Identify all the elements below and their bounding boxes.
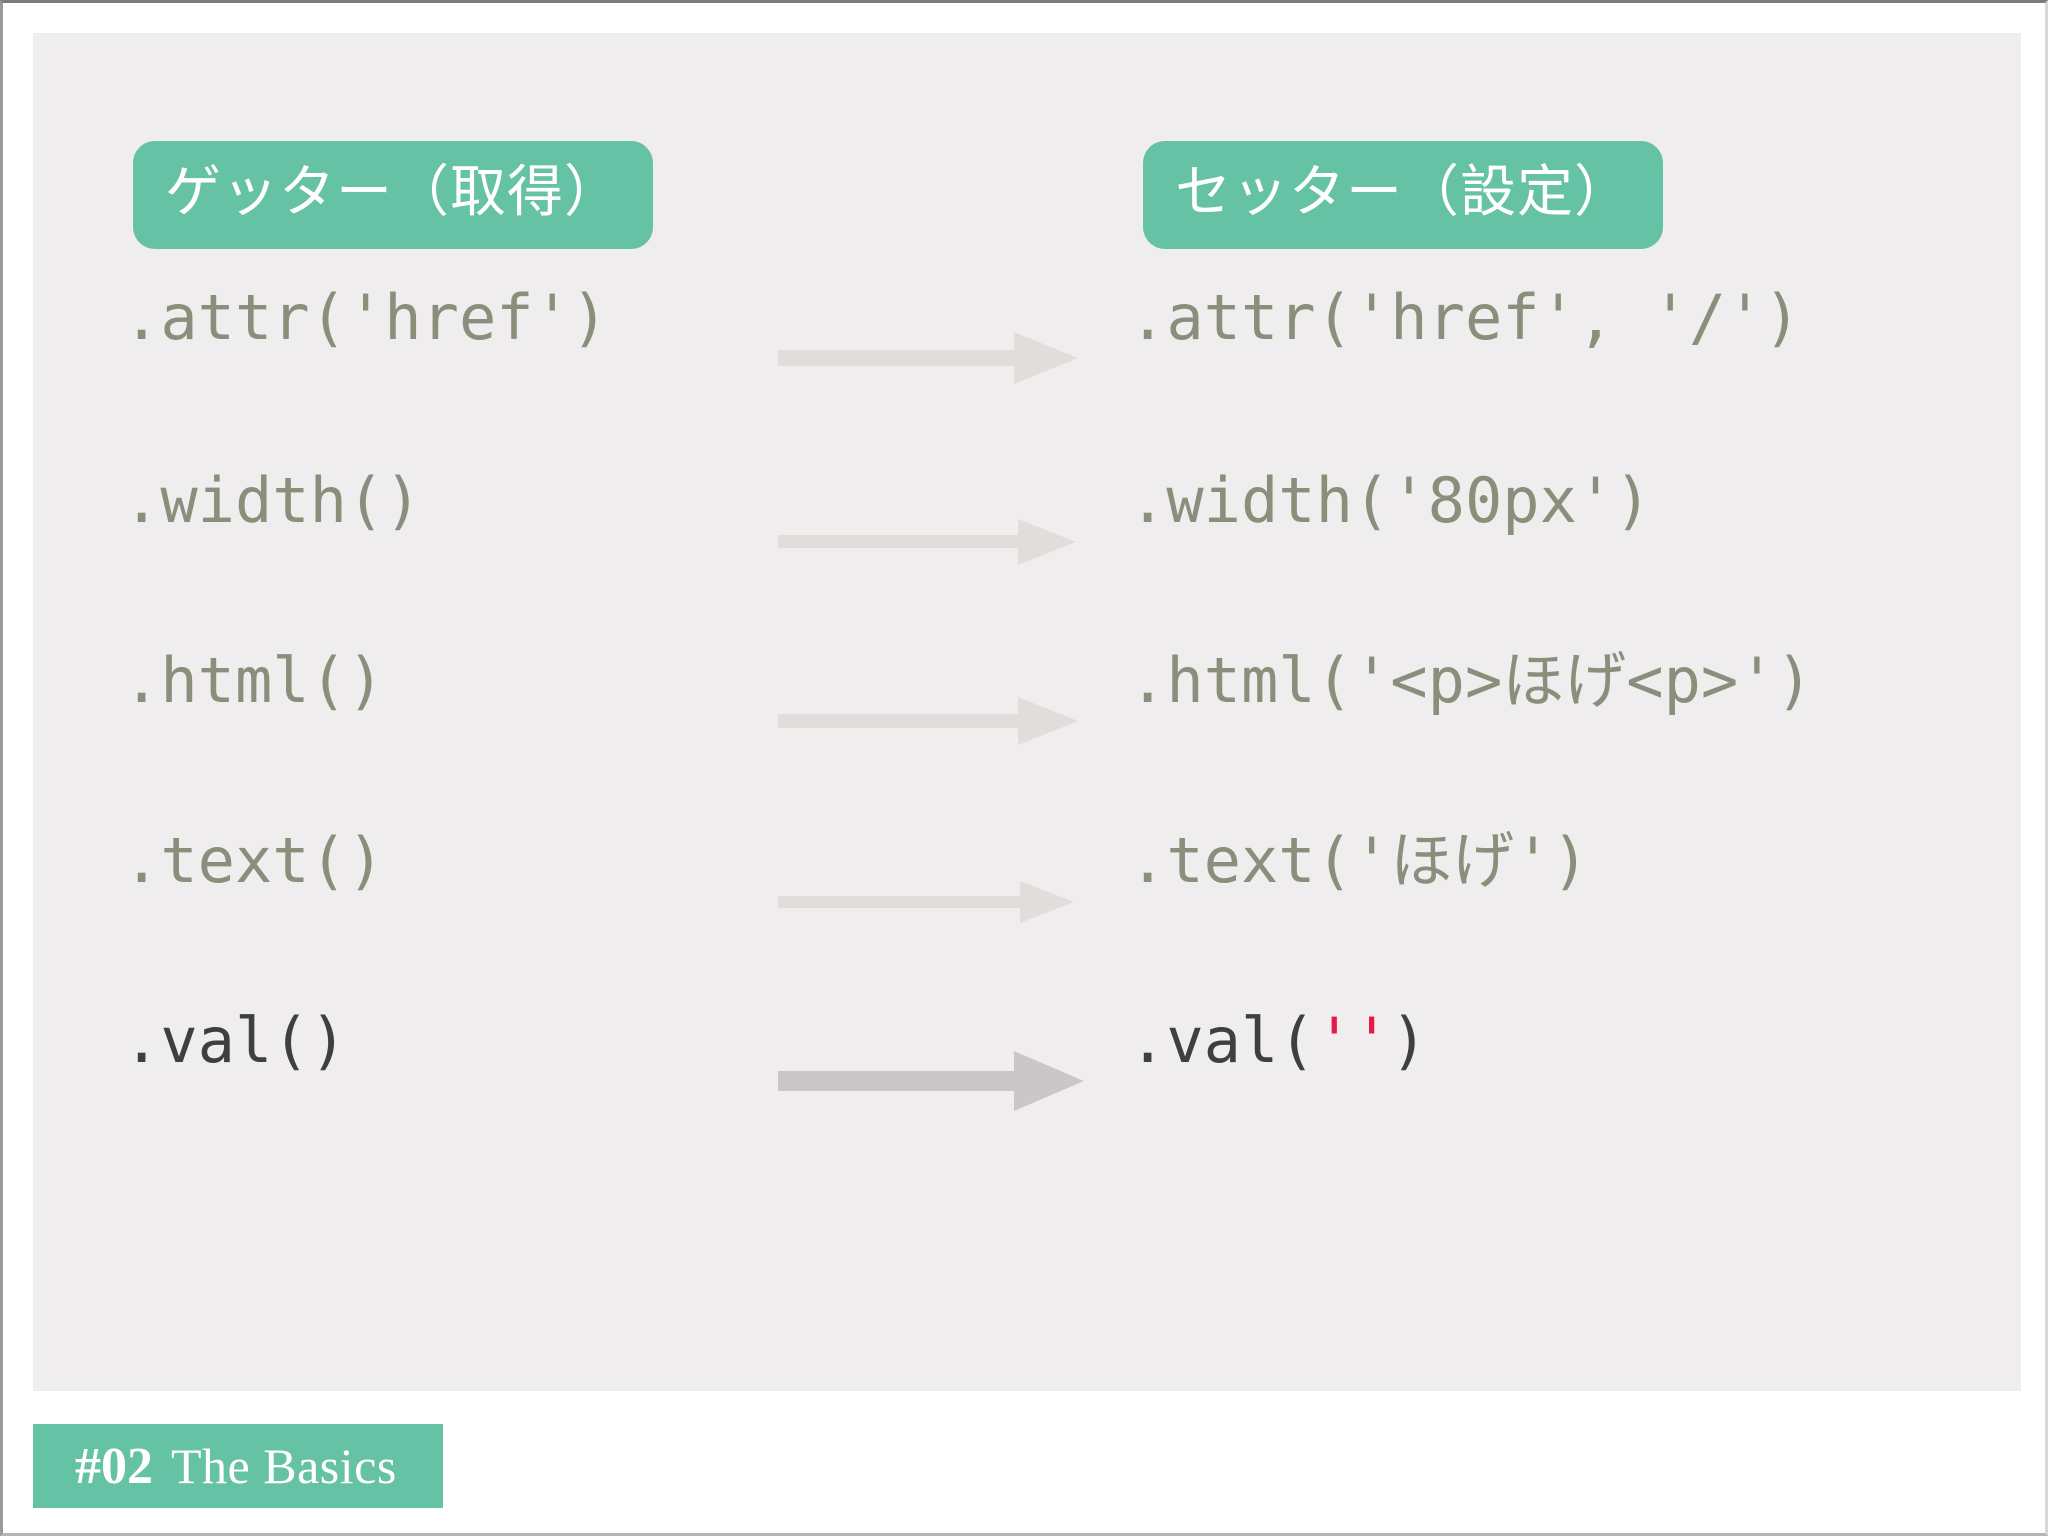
method-row: .text() .text('ほげ') [33, 801, 2021, 923]
getter-code: .width() [123, 464, 422, 537]
getter-code: .text() [123, 824, 385, 897]
setter-code: .html('<p>ほげ<p>') [1129, 644, 1813, 717]
method-row: .width() .width('80px') [33, 441, 2021, 565]
setter-code: .attr('href', '/') [1129, 281, 1801, 354]
getter-code: .val() [123, 1004, 347, 1077]
column-header-setter: セッター（設定） [1143, 141, 1663, 249]
getter-code: .attr('href') [123, 281, 609, 354]
footer-badge: #02 The Basics [33, 1424, 443, 1508]
getter-code: .html() [123, 644, 385, 717]
setter-code: .val('') [1129, 981, 1428, 1101]
column-header-getter: ゲッター（取得） [133, 141, 653, 249]
method-row: .attr('href') .attr('href', '/') [33, 258, 2021, 384]
setter-code-suffix: ) [1390, 1004, 1428, 1077]
method-row: .val() .val('') [33, 981, 2021, 1111]
setter-code-accent: '' [1315, 1004, 1391, 1077]
setter-code: .text('ほげ') [1129, 824, 1589, 897]
setter-code: .width('80px') [1129, 464, 1652, 537]
content-panel: ゲッター（取得） セッター（設定） .attr('href') .attr('h… [33, 33, 2021, 1391]
footer-slide-number: #02 [75, 1437, 153, 1495]
footer-section-title: The Basics [171, 1438, 397, 1494]
method-row: .html() .html('<p>ほげ<p>') [33, 621, 2021, 745]
setter-code-prefix: .val( [1129, 1004, 1316, 1077]
